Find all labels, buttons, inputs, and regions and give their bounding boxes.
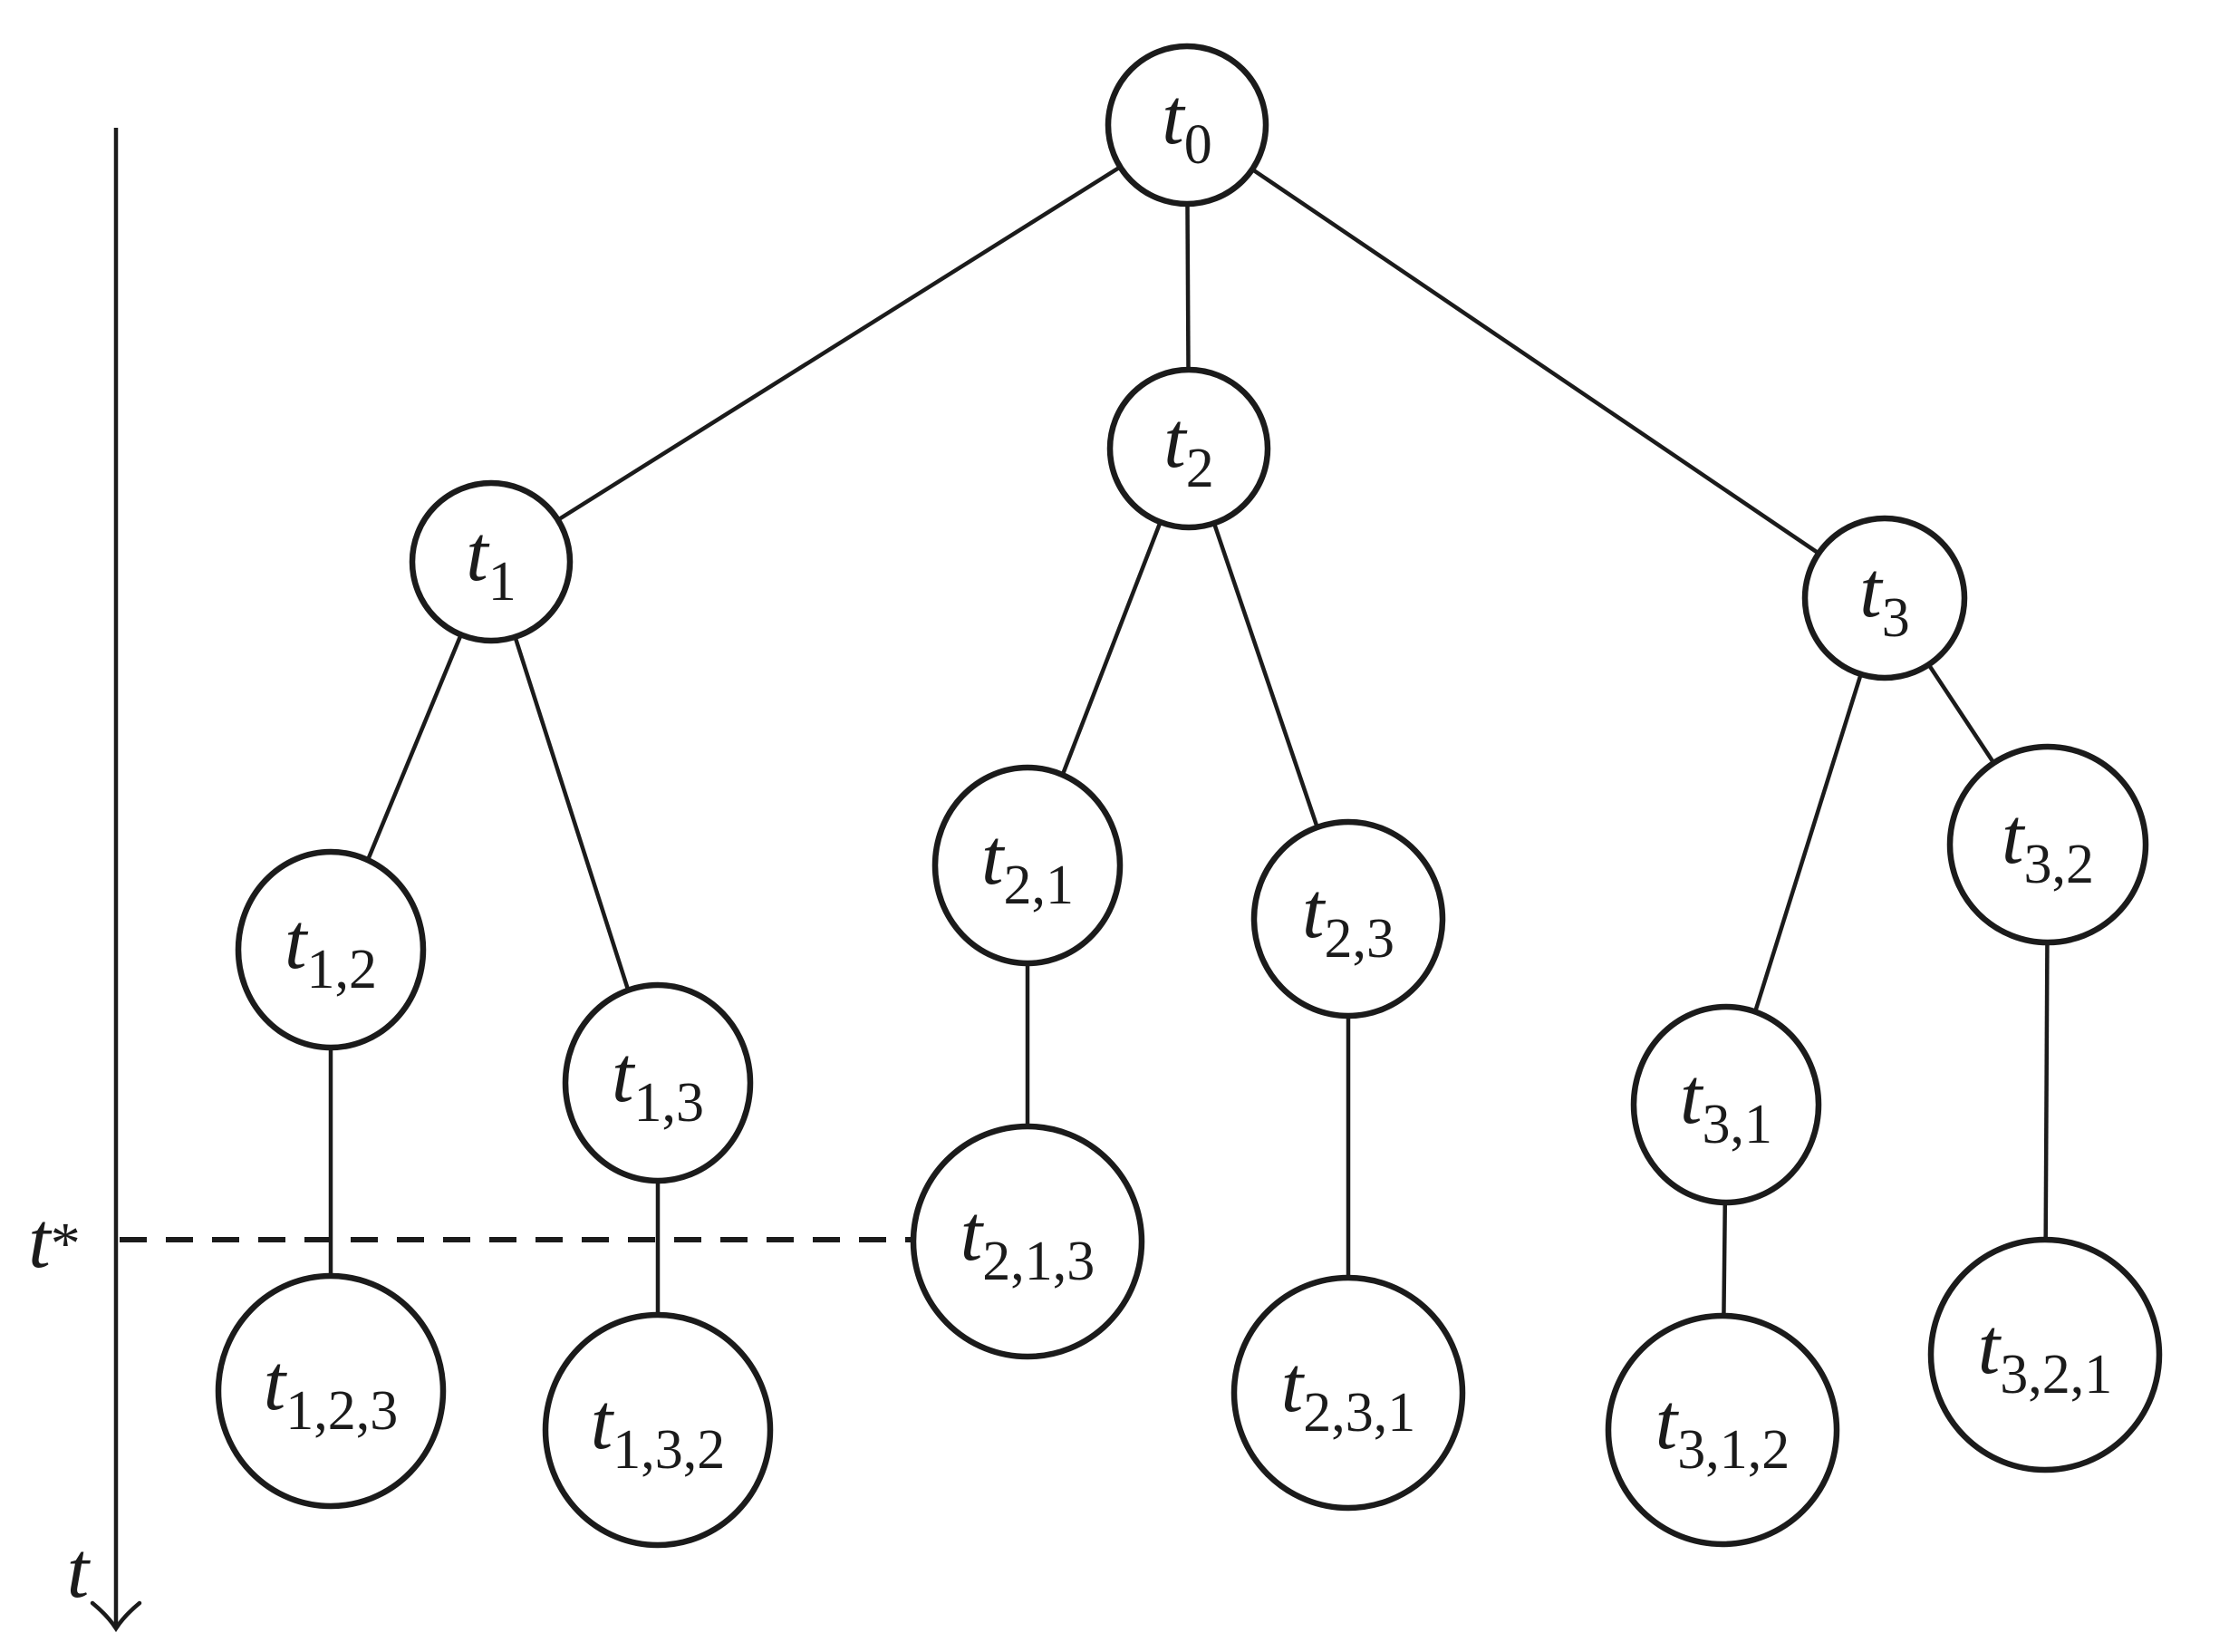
tree-node-t1,2 — [235, 848, 427, 1051]
tree-node-label-t3,1,2: t3,1,2 — [1655, 1378, 1790, 1481]
tree-node-label-t2,1,3: t2,1,3 — [960, 1190, 1095, 1292]
tree-node-label-t1,3,2: t1,3,2 — [591, 1378, 725, 1481]
tree-node-t3,2 — [1946, 743, 2149, 946]
tree-node-label-t2: t2 — [1163, 397, 1213, 499]
tree-node-label-t2,3,1: t2,3,1 — [1281, 1341, 1415, 1444]
tree-node-label-t1,2: t1,2 — [285, 898, 377, 1000]
tree-node-label-t3: t3 — [1859, 546, 1909, 649]
tree-node-label-t3,2,1: t3,2,1 — [1978, 1303, 2112, 1406]
tree-edges-layer — [328, 123, 2050, 1431]
tree-node-t3,1,2 — [1605, 1312, 1840, 1548]
tree-nodes-layer: t0 t1 t2 t3 t1,2 t1,3 t2,1 t2,3 t3,1 t3,2 t1,2,3 t1… — [215, 43, 2163, 1549]
tree-node-t3,1 — [1630, 1003, 1822, 1206]
tree-edge-t0-t3 — [1185, 123, 1886, 600]
time-axis-arrowhead-icon — [90, 1600, 142, 1633]
tree-node-label-t3,1: t3,1 — [1680, 1053, 1772, 1155]
tree-node-label-t3,2: t3,2 — [2002, 793, 2094, 895]
time-axis-t-label: t — [67, 1527, 92, 1615]
tree-edge-t0-t1 — [489, 123, 1189, 564]
t-star-label: t* — [28, 1197, 80, 1285]
time-axis-layer: t* t — [28, 128, 142, 1633]
tree-node-label-t1: t1 — [466, 510, 516, 613]
tree-node-t2 — [1106, 366, 1271, 531]
tree-node-t3 — [1801, 515, 1968, 681]
tree-node-t1,3 — [562, 981, 754, 1184]
tree-node-label-t1,3: t1,3 — [612, 1031, 704, 1134]
tree-node-t2,3,1 — [1230, 1274, 1466, 1512]
tree-node-label-t0: t0 — [1162, 73, 1211, 176]
tree-node-t1,3,2 — [542, 1311, 774, 1549]
tree-node-t2,3 — [1250, 818, 1446, 1019]
tree-node-t0 — [1105, 43, 1269, 208]
tree-node-t2,1,3 — [910, 1123, 1145, 1360]
tree-node-label-t2,1: t2,1 — [981, 814, 1074, 916]
tree-node-t3,2,1 — [1927, 1236, 2163, 1473]
tree-node-t1 — [409, 479, 574, 644]
tree-node-label-t1,2,3: t1,2,3 — [264, 1339, 398, 1442]
tree-node-t2,1 — [931, 764, 1124, 967]
tree-node-t1,2,3 — [215, 1272, 447, 1510]
tree-node-label-t2,3: t2,3 — [1302, 867, 1394, 970]
